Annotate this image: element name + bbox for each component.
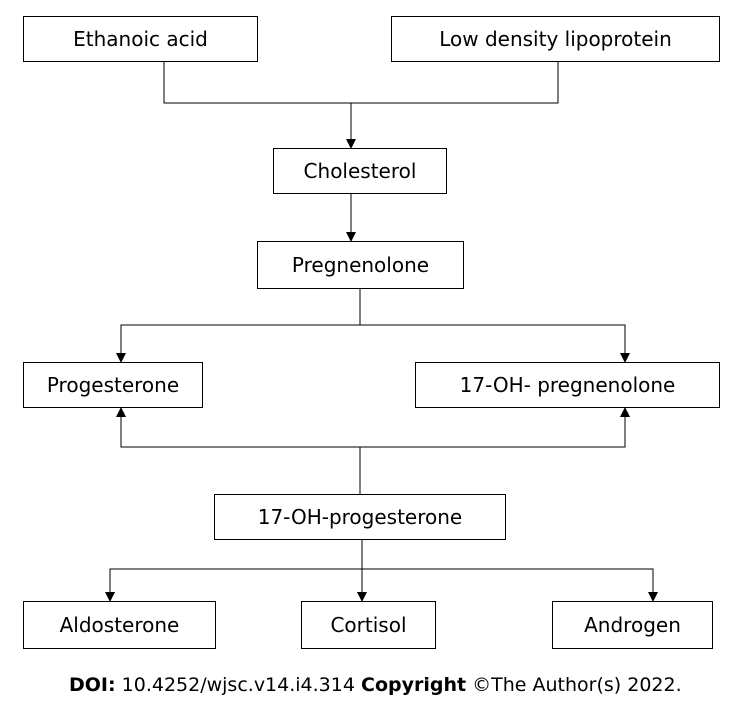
citation-footer: DOI: 10.4252/wjsc.v14.i4.314 Copyright ©… [69, 674, 682, 696]
node-label: 17-OH- pregnenolone [459, 373, 676, 397]
edge-17ohprog-to-aldosterone [105, 540, 363, 602]
node-17-oh-pregnenolone: 17-OH- pregnenolone [415, 362, 720, 408]
node-cortisol: Cortisol [301, 601, 436, 649]
edge-pregnenolone-split [116, 289, 361, 363]
copyright-text: ©The Author(s) 2022. [472, 674, 682, 696]
edge-ethanoic-merge [163, 62, 559, 104]
edge-17ohprog-to-progesterone [116, 407, 361, 494]
node-androgen: Androgen [552, 601, 713, 649]
node-progesterone: Progesterone [23, 362, 203, 408]
node-17-oh-progesterone: 17-OH-progesterone [214, 494, 506, 540]
node-label: Pregnenolone [291, 253, 430, 277]
node-label: Progesterone [46, 373, 180, 397]
edge-17ohprog-to-androgen [362, 568, 658, 602]
node-label: Low density lipoprotein [439, 27, 672, 51]
node-ethanoic-acid: Ethanoic acid [23, 16, 258, 62]
node-low-density-lipoprotein: Low density lipoprotein [391, 16, 720, 62]
node-label: Aldosterone [59, 613, 180, 637]
node-label: Androgen [584, 613, 681, 637]
edge-pregnenolone-to-17oh [360, 324, 630, 363]
copyright-label: Copyright [361, 674, 467, 696]
node-aldosterone: Aldosterone [23, 601, 216, 649]
doi-value: 10.4252/wjsc.v14.i4.314 [121, 674, 355, 696]
node-label: Cholesterol [303, 159, 417, 183]
doi-label: DOI: [69, 674, 116, 696]
node-cholesterol: Cholesterol [273, 148, 447, 194]
edge-17ohprog-to-17ohpreg [360, 407, 630, 448]
node-pregnenolone: Pregnenolone [257, 241, 464, 289]
node-label: 17-OH-progesterone [257, 505, 463, 529]
node-label: Ethanoic acid [73, 27, 208, 51]
node-label: Cortisol [330, 613, 407, 637]
